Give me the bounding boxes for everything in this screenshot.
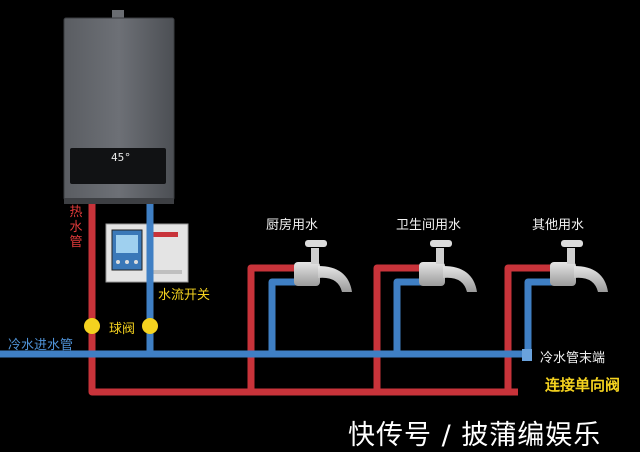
ball-valve-cold <box>142 318 158 334</box>
label-kitchen-water: 厨房用水 <box>266 218 319 233</box>
heater-control-panel <box>70 148 166 184</box>
label-ball-valve: 球阀 <box>109 322 136 337</box>
faucet-other-icon <box>550 240 608 292</box>
watermark: 快传号 / 披蒲编娱乐 <box>348 420 602 451</box>
water-heater <box>63 10 175 204</box>
label-hot-water-pipe: 热水管 <box>69 205 83 250</box>
faucet-kitchen-icon <box>294 240 352 292</box>
label-flow-switch: 水流开关 <box>158 288 211 303</box>
label-other-water: 其他用水 <box>532 218 585 233</box>
heater-display-readout: 45° <box>111 151 131 164</box>
label-cold-pipe-end: 冷水管末端 <box>540 351 606 366</box>
label-cold-water-inlet: 冷水进水管 <box>8 338 74 353</box>
faucet-bathroom-icon <box>419 240 477 292</box>
label-bathroom-water: 卫生间用水 <box>396 218 462 233</box>
check-valve-icon <box>522 349 532 361</box>
ball-valve-hot <box>84 318 100 334</box>
label-check-valve: 连接单向阀 <box>544 376 620 394</box>
